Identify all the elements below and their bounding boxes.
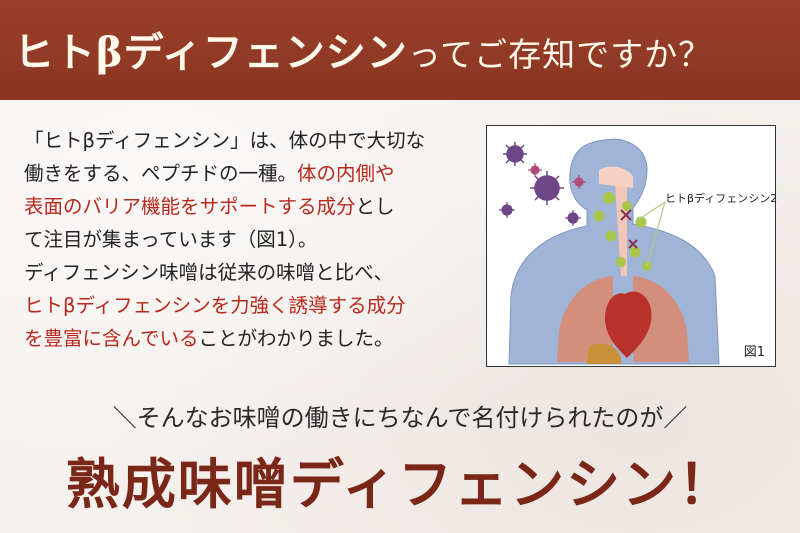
defensin-markers — [593, 192, 652, 271]
header-banner: ヒトβディフェンシンってご存知ですか？ — [0, 0, 800, 100]
description-text: 「ヒトβディフェンシン」は、体の中で大切な 働きをする、ペプチドの一種。体の内側… — [24, 124, 474, 355]
text-segment: て注目が集まっています（図1）。 — [24, 228, 318, 251]
text-segment: 「ヒトβディフェンシン」は、体の中で大切な — [24, 129, 426, 152]
callout-lines — [634, 201, 666, 267]
right-lung — [633, 276, 689, 362]
stomach — [587, 343, 622, 364]
figure-callout: ヒトβディフェンシン2 — [665, 192, 778, 205]
text-line: て注目が集まっています（図1）。 — [24, 223, 474, 256]
banner-title-rest: ってご存知ですか？ — [407, 35, 713, 74]
text-segment: ことがわかりました。 — [198, 327, 394, 350]
highlight-segment: 表面のバリア機能をサポートする成分 — [24, 195, 356, 218]
text-line: 「ヒトβディフェンシン」は、体の中で大切な — [24, 124, 474, 157]
text-line: ヒトβディフェンシンを力強く誘導する成分 — [24, 289, 474, 322]
banner-title: ヒトβディフェンシンってご存知ですか？ — [14, 20, 794, 78]
text-line: 表面のバリア機能をサポートする成分とし — [24, 190, 474, 223]
heart — [605, 291, 652, 358]
text-segment: ディフェンシン味噌は従来の味噌と比べ、 — [24, 261, 394, 284]
highlight-segment: を豊富に含んでいる — [24, 327, 199, 350]
nasal-cavity — [599, 166, 633, 188]
left-lung — [557, 276, 613, 362]
blocked-virus-marks — [620, 209, 638, 249]
figure-label: 図1 — [743, 345, 765, 360]
text-line: 働きをする、ペプチドの一種。体の内側や — [24, 157, 474, 190]
banner-title-main: ヒトβディフェンシン — [14, 29, 408, 76]
text-line: を豊富に含んでいることがわかりました。 — [24, 322, 474, 355]
text-line: ディフェンシン味噌は従来の味噌と比べ、 — [24, 256, 474, 289]
virus-icons — [499, 142, 586, 226]
figure-1: ヒトβディフェンシン2 図1 — [486, 125, 778, 367]
highlight-segment: 体の内側や — [297, 162, 395, 185]
highlight-segment: ヒトβディフェンシンを力強く誘導する成分 — [24, 294, 406, 317]
text-segment: とし — [355, 195, 395, 218]
human-body-illustration — [499, 138, 720, 365]
product-title: 熟成味噌ディフェンシン！ — [65, 452, 735, 516]
subheading: ＼そんなお味噌の働きにちなんで名付けられたのが／ — [112, 404, 688, 432]
text-segment: 働きをする、ペプチドの一種。 — [24, 162, 298, 185]
